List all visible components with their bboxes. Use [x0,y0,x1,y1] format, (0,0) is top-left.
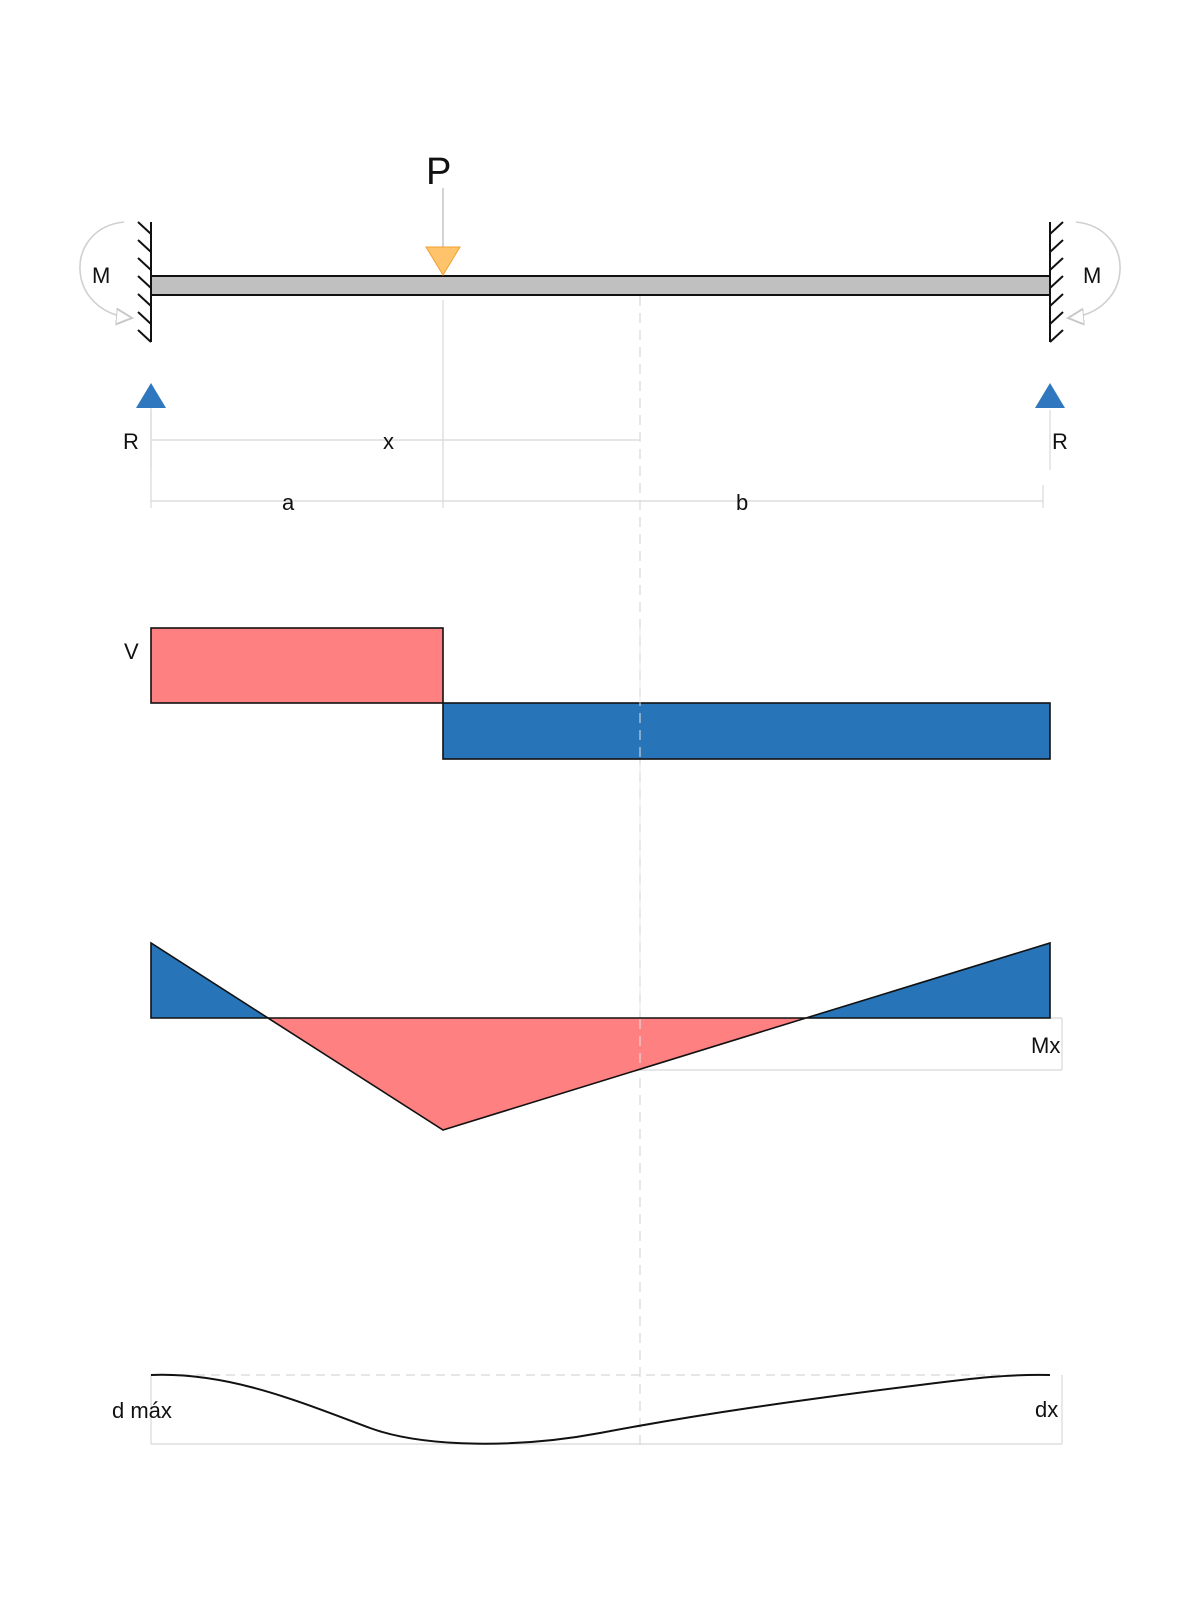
moment-arrow-left [79,221,132,318]
load-label: P [426,151,451,193]
load-arrow-icon [425,246,461,276]
dimension-b-label: b [736,490,748,515]
moment-label-right: M [1083,263,1101,288]
reaction-label-left: R [123,429,139,454]
deflection-curve [150,1373,1051,1445]
fixed-support-right [1049,221,1064,343]
moment-diagram [150,941,1051,1131]
max-deflection-label: d máx [112,1398,172,1423]
moment-x-label: Mx [1031,1033,1060,1058]
moment-negative-right [805,941,1051,1019]
shear-diagram [150,627,1051,760]
shear-negative-region [442,702,1051,760]
fixed-support-left [137,221,152,343]
reaction-arrow-right-icon [1035,383,1065,408]
dimension-x-label: x [383,429,394,454]
dimension-a-label: a [282,490,295,515]
deflection-x-label: dx [1035,1397,1058,1422]
shear-positive-region [150,627,444,704]
shear-label: V [124,639,139,664]
moment-arrow-right [1068,221,1121,318]
guide-lines [150,296,1063,1448]
beam [150,275,1051,296]
moment-positive-region [265,1017,807,1131]
moment-label-left: M [92,263,110,288]
reaction-label-right: R [1052,429,1068,454]
reaction-arrow-left-icon [136,383,166,408]
moment-negative-left [150,941,271,1019]
